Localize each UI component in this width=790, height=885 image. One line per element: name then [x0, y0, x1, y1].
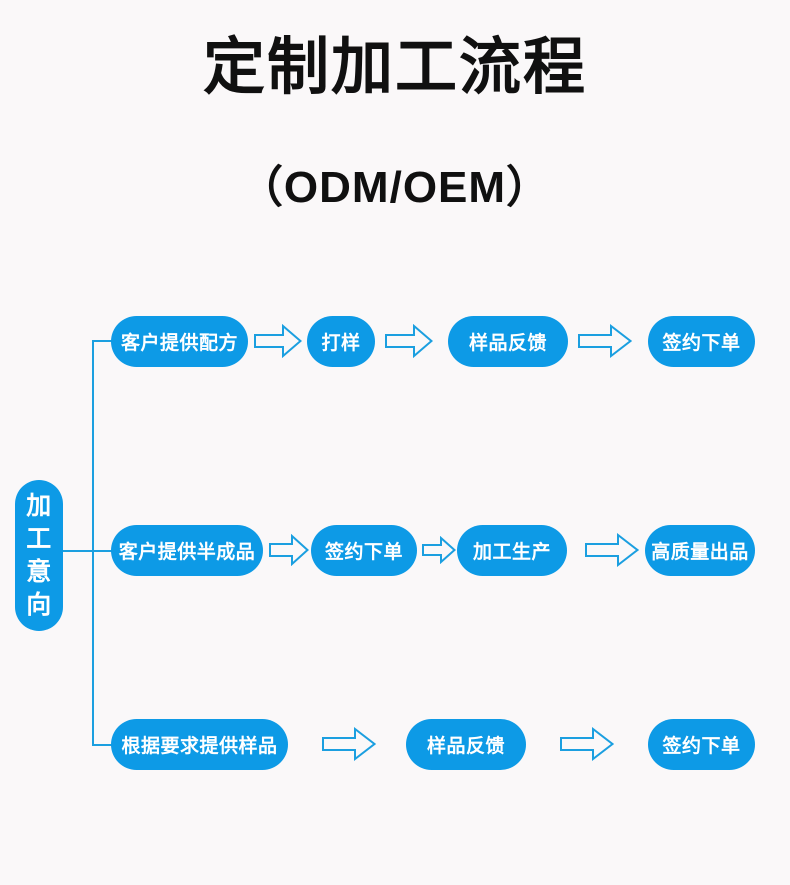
row3-step-1[interactable]: 根据要求提供样品 [111, 719, 288, 770]
row1-arrow-1 [254, 324, 302, 358]
connector-entry-link [63, 550, 93, 552]
row1-arrow-2 [385, 324, 433, 358]
page-title: 定制加工流程 [202, 33, 587, 102]
row1-step-1[interactable]: 客户提供配方 [111, 316, 248, 367]
connector-spine [92, 340, 94, 746]
entry-node-processing-intent[interactable]: 加 工 意 向 [15, 480, 63, 631]
row2-arrow-3 [585, 533, 639, 567]
row3-step-3[interactable]: 签约下单 [648, 719, 755, 770]
page-subtitle: （ODM/OEM） [238, 163, 552, 212]
row2-step-3[interactable]: 加工生产 [457, 525, 567, 576]
row1-step-4[interactable]: 签约下单 [648, 316, 755, 367]
connector-stub-row3 [92, 744, 114, 746]
connector-stub-row2 [92, 550, 114, 552]
row2-step-1[interactable]: 客户提供半成品 [111, 525, 263, 576]
row3-arrow-2 [560, 727, 614, 761]
row1-step-3[interactable]: 样品反馈 [448, 316, 568, 367]
row1-step-2[interactable]: 打样 [307, 316, 375, 367]
connector-stub-row1 [92, 340, 114, 342]
entry-char-4: 向 [26, 590, 52, 619]
entry-char-1: 加 [26, 491, 52, 520]
row2-arrow-1 [269, 534, 309, 566]
row2-step-2[interactable]: 签约下单 [311, 525, 417, 576]
row1-arrow-3 [578, 324, 632, 358]
row2-step-4[interactable]: 高质量出品 [645, 525, 755, 576]
entry-char-3: 意 [26, 557, 52, 586]
row3-step-2[interactable]: 样品反馈 [406, 719, 526, 770]
row3-arrow-1 [322, 727, 376, 761]
entry-char-2: 工 [26, 524, 52, 553]
row2-arrow-2 [422, 536, 456, 564]
